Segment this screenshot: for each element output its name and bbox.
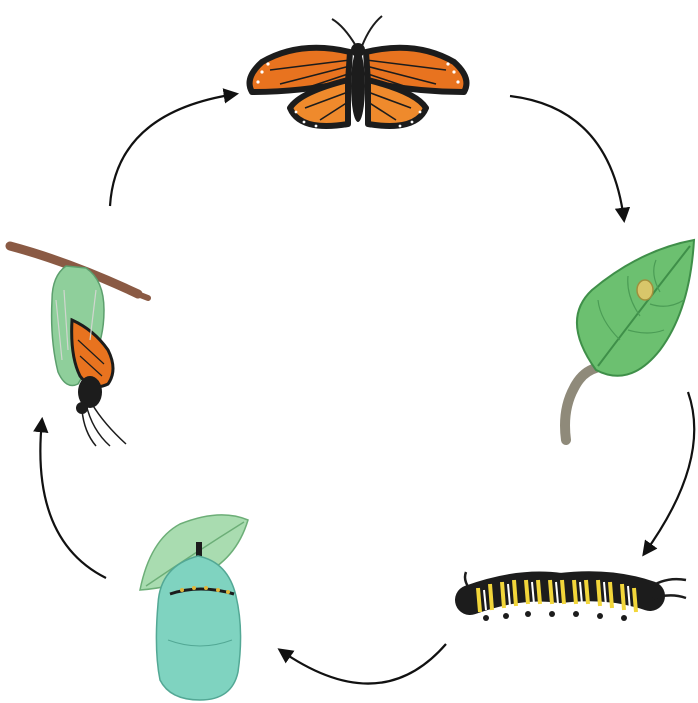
monarch-butterfly-icon	[250, 16, 467, 127]
arrow-butterfly-to-egg	[510, 96, 624, 220]
leaf-with-egg-icon	[565, 240, 694, 440]
caterpillar-icon	[465, 572, 686, 621]
emerging-butterfly-icon	[10, 246, 148, 446]
arrow-chrysalis-to-emerging	[40, 420, 106, 578]
chrysalis-icon	[140, 515, 248, 700]
arrow-caterpillar-to-chrysalis	[280, 644, 446, 684]
arrow-egg-to-caterpillar	[644, 392, 694, 554]
arrow-emerging-to-butterfly	[110, 94, 236, 206]
